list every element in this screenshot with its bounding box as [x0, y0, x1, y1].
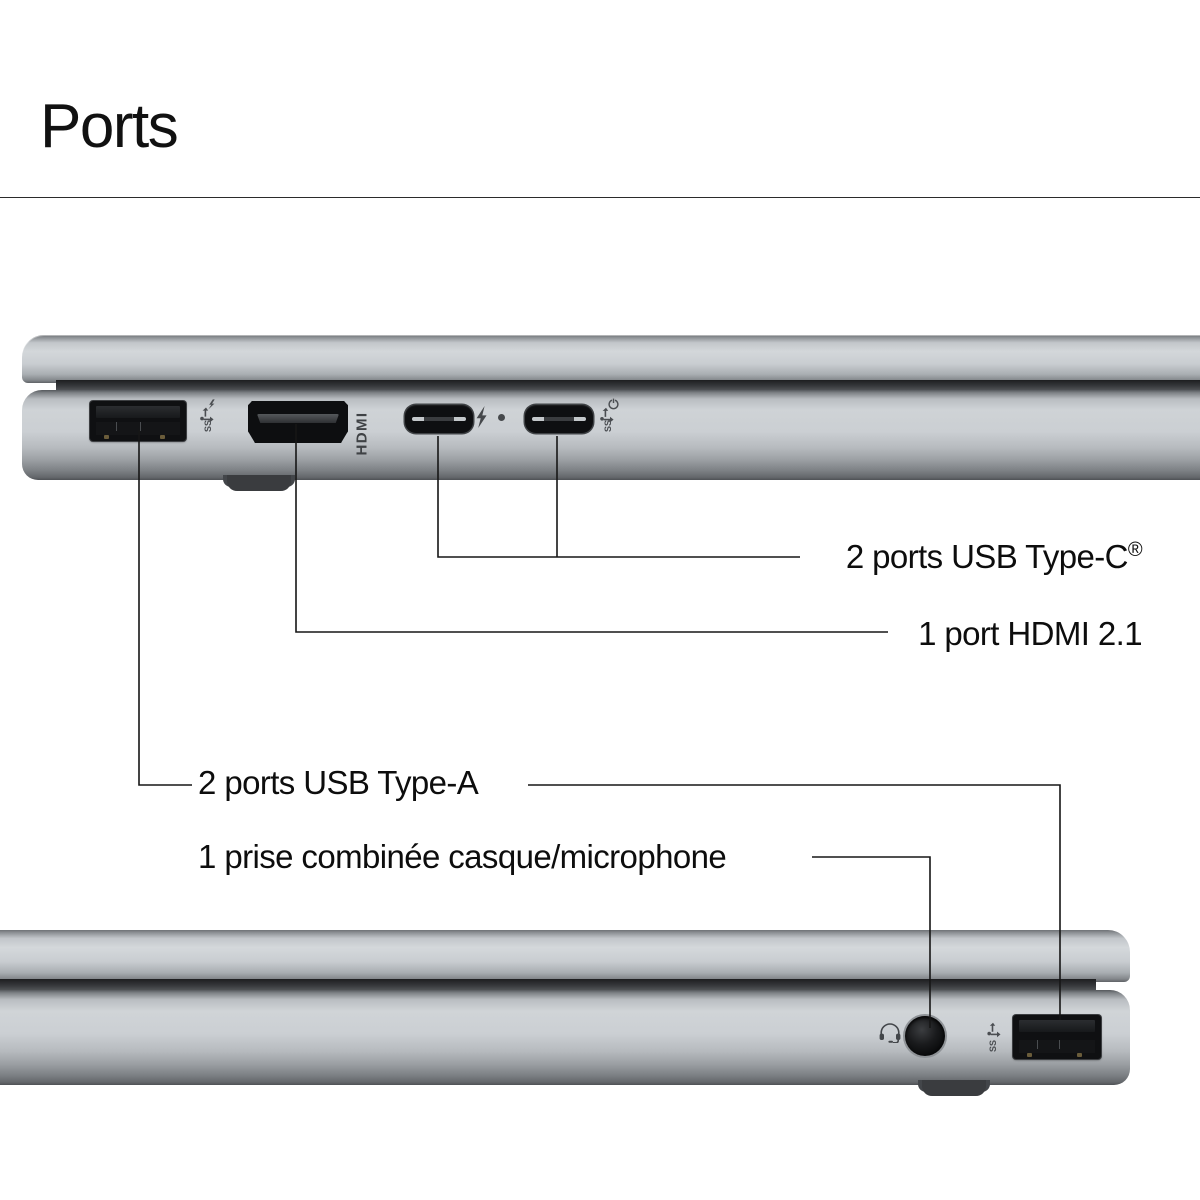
usb-a-pin [1077, 1053, 1082, 1057]
laptop-hinge-gap [0, 979, 1096, 991]
hdmi-slot [257, 414, 339, 423]
page-title: Ports [40, 92, 179, 161]
callout-usb-a-text: 2 ports USB Type-A [198, 764, 479, 801]
usb-c-tongue [412, 417, 466, 421]
laptop-hinge-gap [56, 380, 1200, 391]
laptop-base [22, 390, 1200, 480]
callout-hdmi-text: 1 port HDMI 2.1 [918, 615, 1143, 652]
callout-usb-c-text: 2 ports USB Type-C [845, 538, 1129, 575]
svg-text:SS: SS [603, 420, 613, 432]
laptop-foot [227, 475, 291, 491]
superspeed-usb-icon: SS [982, 1022, 1004, 1052]
leader-hdmi [295, 424, 888, 633]
usb-c-tongue [532, 417, 586, 421]
headset-icon [878, 1023, 902, 1044]
svg-text:SS: SS [988, 1040, 998, 1052]
usb-c-port-1 [405, 405, 473, 433]
thunderbolt-icon [474, 405, 488, 429]
superspeed-charging-icon: SS [194, 398, 220, 432]
leader-usb-a-bottom [528, 784, 1061, 1020]
callout-hdmi: 1 port HDMI 2.1 [918, 615, 1143, 652]
svg-text:SS: SS [203, 420, 213, 432]
usb-a-tongue [1019, 1040, 1095, 1053]
callout-usb-c-trademark: ® [1127, 539, 1143, 561]
laptop-foot [922, 1080, 986, 1096]
laptop-lid [22, 335, 1200, 383]
laptop-top-left-edge-view: SS HDMI SS [22, 335, 1200, 491]
usb-a-pin [1027, 1053, 1032, 1057]
title-divider [0, 197, 1200, 198]
usb-a-tongue [96, 422, 180, 435]
thunderbolt-dot-icon [498, 414, 505, 421]
callout-headphone-jack: 1 prise combinée casque/microphone [198, 838, 727, 875]
usb-c-port-2 [525, 405, 593, 433]
usb-a-shell [96, 406, 180, 418]
superspeed-power-icon: SS [594, 398, 620, 432]
leader-headphone-jack [812, 856, 931, 1028]
laptop-bottom-right-edge-view: SS [0, 930, 1130, 1096]
callout-usb-a: 2 ports USB Type-A [198, 764, 479, 801]
laptop-lid [0, 930, 1130, 982]
hdmi-port [248, 401, 348, 443]
callout-usb-c: 2 ports USB Type-C® [845, 538, 1143, 575]
leader-usb-c-1 [437, 436, 800, 558]
usb-a-shell [1019, 1020, 1095, 1032]
usb-a-port [1013, 1015, 1101, 1059]
usb-a-port [90, 401, 186, 441]
usb-a-pin [160, 435, 165, 439]
usb-a-pin [104, 435, 109, 439]
headphone-microphone-jack [905, 1016, 945, 1056]
leader-usb-a [138, 430, 192, 786]
callout-headphone-jack-text: 1 prise combinée casque/microphone [198, 838, 727, 875]
